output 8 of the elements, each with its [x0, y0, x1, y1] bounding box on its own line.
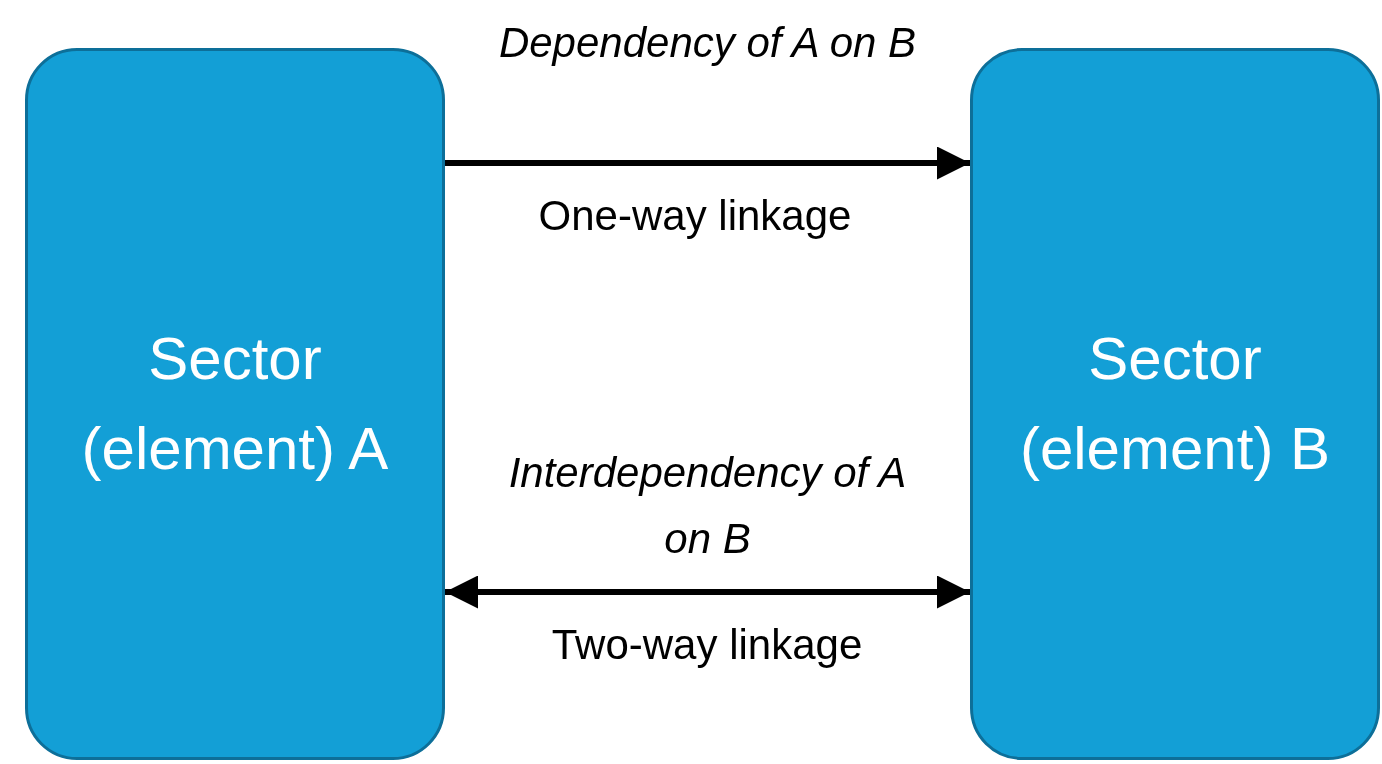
- sector-box: [970, 48, 1380, 760]
- linkage-label: Two-way linkage: [550, 620, 864, 670]
- sector-label: Sector (element) B: [1018, 324, 1332, 484]
- arrow: [445, 575, 970, 609]
- sector-label: Sector (element) A: [80, 324, 390, 484]
- linkage-label: One-way linkage: [537, 191, 853, 241]
- sector-box: [25, 48, 445, 760]
- arrow: [445, 146, 970, 180]
